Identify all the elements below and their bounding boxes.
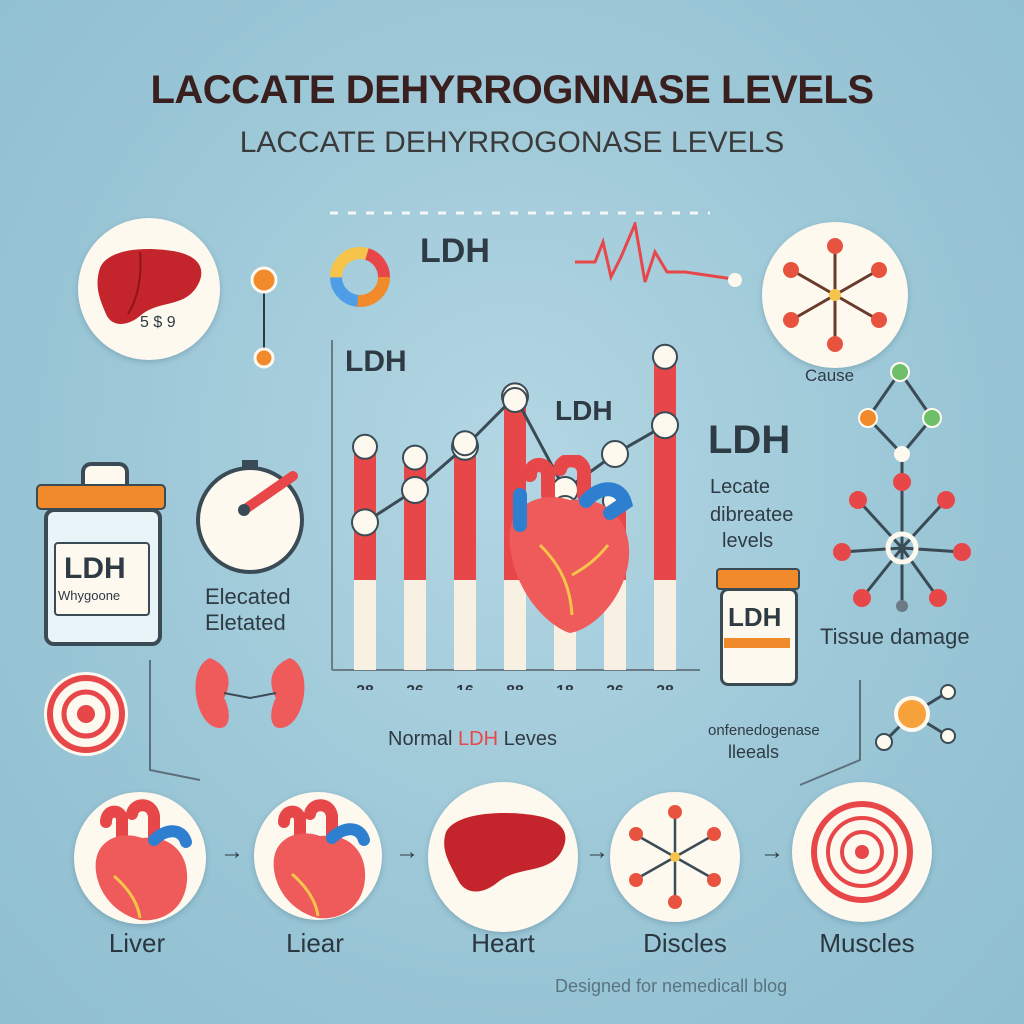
flow-item-icon-5 [811, 801, 913, 903]
chart-label-ldh-mid: LDH [555, 395, 613, 426]
flow-item-label-4: Discles [643, 928, 727, 958]
tick-label-3: 88 [506, 683, 524, 690]
flow-item-label-1: Liver [108, 928, 166, 958]
flow-item-label-3: Heart [471, 928, 535, 958]
tick-label-1: 26 [406, 683, 424, 690]
kidney-icon [195, 658, 305, 728]
jar-left-small-text: Whygoone [58, 588, 121, 603]
flow-item-icon-4 [629, 805, 721, 909]
bar-2 [454, 443, 476, 580]
liver-small-label: 5 $ 9 [140, 314, 176, 331]
liver-circle: 5 $ 9 [78, 218, 220, 360]
flow-arrow-4: → [760, 838, 784, 865]
chart-label-ldh-left: LDH [345, 345, 407, 378]
trend-point-6 [651, 411, 679, 440]
flow-item-icon-2 [273, 799, 370, 919]
organ-flow-row: → → → → Liver Liear Heart Discles Muscle… [0, 780, 1024, 980]
liver-icon [97, 249, 202, 324]
flow-item-circle-2 [254, 792, 382, 920]
chart-caption-suffix: Leves [503, 728, 557, 750]
flow-arrow-2: → [395, 838, 419, 865]
donut-chart-icon [330, 247, 390, 307]
flow-item-circle-1 [74, 792, 206, 924]
trend-point-1 [401, 476, 429, 504]
chart-caption-highlight: LDH [458, 728, 499, 750]
tick-label-6: 28 [656, 683, 674, 690]
ldh-jar-left: LDH Whygoone [36, 462, 166, 646]
elevated-label-1: Elecated [205, 584, 291, 609]
tick-label-2: 16 [456, 683, 474, 690]
fine-print: Designed for nemedicall blog [555, 976, 788, 996]
jar-label [54, 542, 150, 616]
heart-icon [509, 455, 634, 633]
flow-arrow-1: → [220, 838, 244, 865]
ldh-right-label: LDH [708, 418, 791, 462]
dehydrogenase-label-1: onfenedogenase [708, 722, 820, 739]
flow-item-icon-1 [95, 799, 192, 921]
jar-right-text: LDH [728, 602, 782, 632]
jar-handle [81, 462, 129, 488]
flow-item-icon-3 [444, 813, 566, 892]
ldh-jar-right: LDH [716, 568, 800, 686]
elevated-label-2: Eletated [205, 610, 286, 635]
flow-item-circle-3 [428, 782, 578, 932]
page-subtitle: LACCATE DEHYRROGONASE LEVELS [239, 126, 785, 159]
page-title: LACCATE DEHYRROGNNASE LEVELS [150, 68, 874, 112]
jar-right-stripe [724, 638, 790, 648]
flow-frame-lines [149, 660, 861, 786]
tick-label-5: 26 [606, 683, 624, 690]
bar-cap-2 [452, 430, 478, 457]
bar-cap-1 [402, 444, 428, 471]
gauge-icon [196, 460, 304, 574]
connector-node-right [875, 684, 956, 751]
tick-label-0: 28 [356, 683, 374, 690]
flow-item-label-5: Muscles [819, 928, 915, 958]
flow-item-circle-5 [792, 782, 932, 922]
dehydrogenase-label-2: lleeals [728, 742, 780, 762]
lecate-label-3: levels [722, 530, 774, 552]
chart-label-ldh-top: LDH [420, 232, 490, 270]
chart-caption: Normal LDH Leves [388, 728, 557, 751]
bar-cap-3 [502, 387, 528, 413]
lecate-label-1: Lecate [710, 476, 771, 498]
lecate-label-2: dibreatee [710, 504, 794, 526]
flow-item-label-2: Liear [286, 928, 344, 958]
trend-point-0 [351, 508, 379, 537]
bar-cap-6 [652, 343, 678, 370]
molecule-network-icon [833, 362, 971, 612]
cause-label: Cause [805, 366, 855, 385]
bar-1 [404, 457, 426, 580]
chart-caption-prefix: Normal [388, 728, 453, 750]
trend-point-5 [601, 440, 629, 468]
jar-right-lid [716, 568, 800, 590]
jar-left-text: LDH [64, 552, 126, 585]
bar-6 [654, 356, 676, 580]
molecule-circle [762, 222, 908, 368]
bar-cap-0 [352, 433, 378, 460]
target-icon-left [44, 672, 128, 756]
tick-label-4: 18 [556, 683, 574, 690]
tissue-damage-label: Tissue damage [820, 624, 970, 649]
jar-right-body [720, 588, 798, 686]
flow-arrow-3: → [585, 838, 609, 865]
flow-item-circle-4 [610, 792, 740, 922]
molecule-icon [783, 238, 887, 352]
ecg-line-icon [575, 222, 742, 287]
connector-nodes-left [250, 266, 278, 369]
jar-lid [36, 484, 166, 510]
